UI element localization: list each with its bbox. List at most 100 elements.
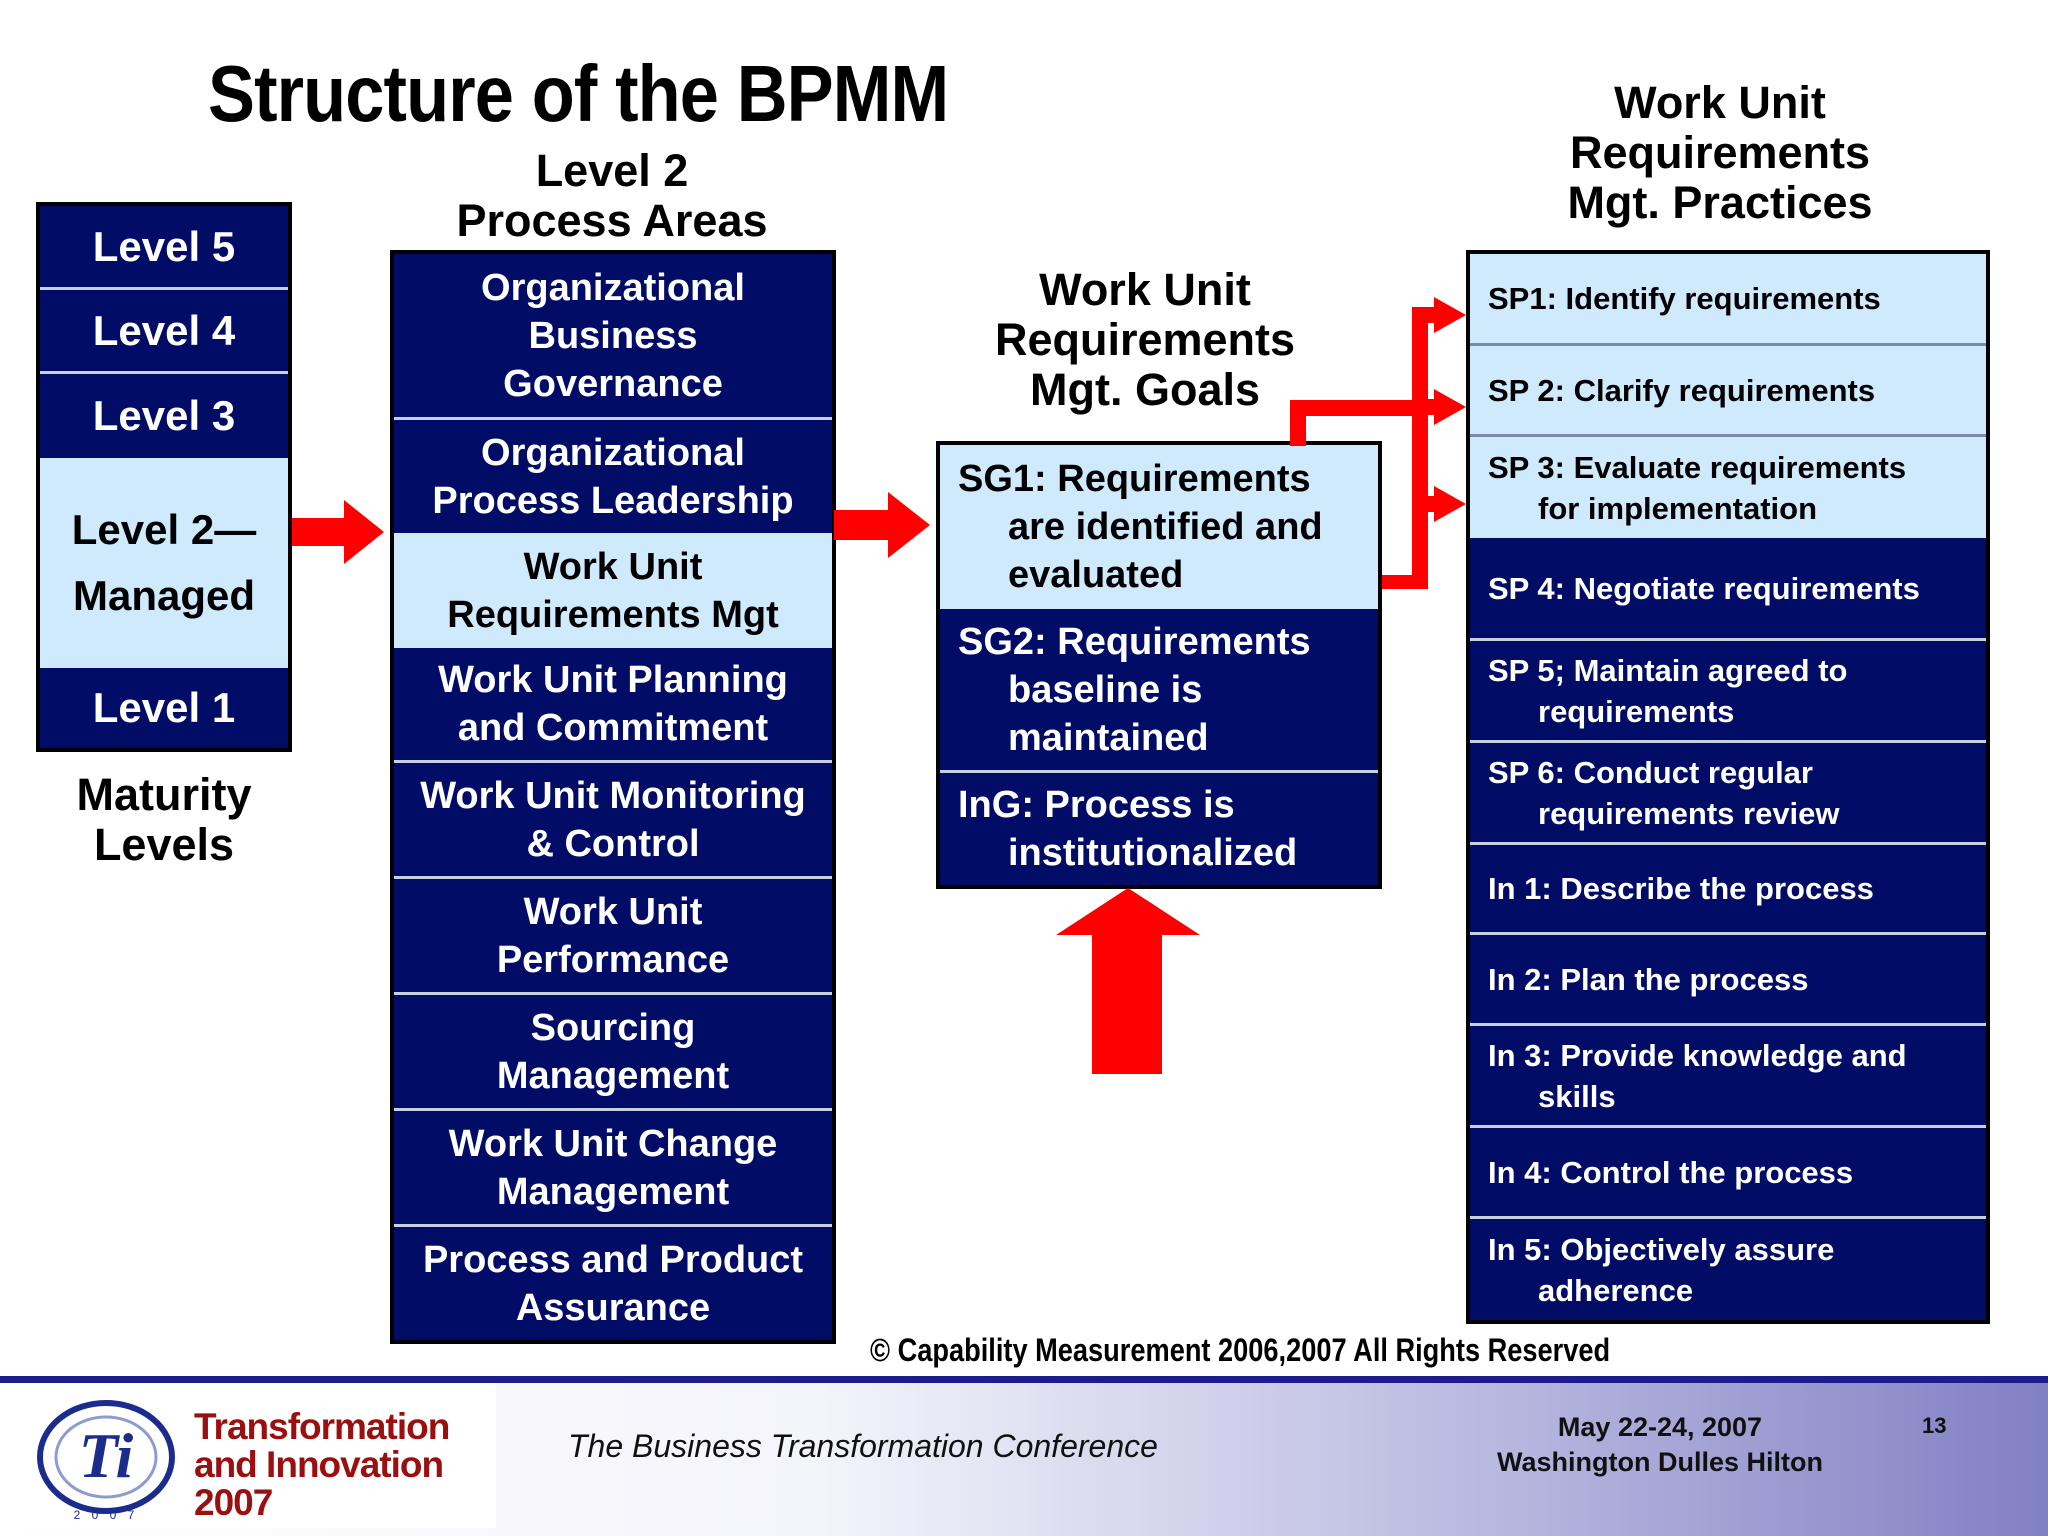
process-area-line: Process Leadership: [432, 479, 794, 522]
process-area-cell: Organizational Process Leadership: [394, 420, 832, 533]
process-area-line: Requirements Mgt: [447, 593, 779, 636]
level-label: Level 1: [92, 684, 236, 731]
practice-line: In 1: Describe the process: [1488, 871, 1874, 906]
practice-line: SP 6: Conduct regular: [1488, 754, 1813, 790]
goals-heading-line: Mgt. Goals: [1029, 364, 1260, 415]
level-label: Managed: [72, 572, 256, 619]
process-area-line: Organizational: [481, 431, 745, 474]
practice-cell: SP 5; Maintain agreed to requirements: [1470, 641, 1986, 743]
practice-line: In 3: Provide knowledge and: [1488, 1037, 1907, 1073]
process-area-cell: Organizational Business Governance: [394, 254, 832, 420]
process-area-line: Organizational: [481, 266, 745, 309]
goal-line: SG2: Requirements: [958, 620, 1311, 663]
goal-line: baseline is: [1008, 668, 1203, 711]
practice-cell-highlighted: SP 3: Evaluate requirements for implemen…: [1470, 437, 1986, 538]
maturity-caption-line: Maturity: [76, 769, 252, 820]
process-area-line: Management: [496, 1170, 730, 1213]
practice-cell: In 5: Objectively assure adherence: [1470, 1219, 1986, 1320]
logo-line: Transformation: [194, 1406, 450, 1447]
practices-heading-line: Work Unit: [1614, 77, 1826, 128]
level-cell: Level 4: [40, 290, 288, 374]
goal-line: SG1: Requirements: [958, 458, 1311, 500]
practice-line: SP 3: Evaluate requirements: [1488, 449, 1907, 485]
process-area-line: Business: [528, 314, 698, 357]
practices-heading-line: Mgt. Practices: [1567, 177, 1873, 228]
arrow-up-to-goals: [1056, 888, 1200, 1074]
goal-line: are identified and: [1008, 506, 1323, 548]
process-area-cell: Work Unit Performance: [394, 879, 832, 995]
process-areas-column: Organizational Business Governance Organ…: [390, 250, 836, 1344]
conference-name: The Business Transformation Conference: [568, 1428, 1158, 1464]
practice-line: requirements review: [1538, 795, 1840, 831]
conference-date: May 22-24, 2007: [1557, 1412, 1763, 1442]
practice-line: skills: [1538, 1078, 1616, 1114]
practice-cell-highlighted: SP1: Identify requirements: [1470, 254, 1986, 346]
level-label: Level 2—: [71, 506, 257, 553]
process-area-line: & Control: [526, 822, 700, 865]
goal-line: institutionalized: [1008, 832, 1298, 874]
level-cell: Level 3: [40, 374, 288, 458]
goal-line: maintained: [1008, 716, 1209, 759]
page-number: 13: [1922, 1413, 1947, 1438]
practice-line: adherence: [1538, 1272, 1694, 1308]
process-area-cell: Work Unit Planning and Commitment: [394, 648, 832, 763]
practice-cell-highlighted: SP 2: Clarify requirements: [1470, 346, 1986, 437]
practices-column: SP1: Identify requirements SP 2: Clarify…: [1466, 250, 1990, 1324]
goal-line: evaluated: [1008, 554, 1184, 596]
level-label: Level 3: [92, 392, 236, 439]
level-cell-highlighted: Level 2— Managed: [40, 458, 288, 668]
process-area-line: Work Unit: [523, 890, 703, 933]
maturity-levels-caption: Maturity Levels: [36, 770, 292, 870]
process-area-cell: Work Unit Monitoring & Control: [394, 763, 832, 879]
process-area-line: Work Unit Planning: [438, 659, 788, 701]
practices-heading: Work Unit Requirements Mgt. Practices: [1470, 78, 1970, 228]
process-area-line: Assurance: [515, 1286, 711, 1329]
conference-date-venue: May 22-24, 2007 Washington Dulles Hilton: [1470, 1410, 1850, 1480]
goal-cell: SG2: Requirements baseline is maintained: [940, 609, 1378, 773]
goals-heading: Work Unit Requirements Mgt. Goals: [950, 265, 1340, 415]
practice-line: SP1: Identify requirements: [1488, 281, 1881, 316]
practice-line: SP 5; Maintain agreed to: [1488, 652, 1848, 688]
goals-heading-line: Requirements: [994, 314, 1296, 365]
practice-cell: In 4: Control the process: [1470, 1128, 1986, 1219]
process-area-line: Work Unit: [523, 545, 703, 588]
process-area-cell: Process and Product Assurance: [394, 1227, 832, 1340]
practice-cell: In 3: Provide knowledge and skills: [1470, 1026, 1986, 1128]
maturity-caption-line: Levels: [93, 819, 235, 870]
goal-line: InG: Process is: [958, 784, 1235, 826]
practice-line: requirements: [1538, 693, 1735, 729]
practice-line: In 2: Plan the process: [1488, 961, 1809, 997]
process-area-line: Performance: [496, 938, 730, 981]
goal-cell: InG: Process is institutionalized: [940, 773, 1378, 885]
process-area-line: Process and Product: [422, 1238, 804, 1281]
process-area-cell: Work Unit Change Management: [394, 1111, 832, 1227]
level-cell: Level 5: [40, 206, 288, 290]
process-areas-heading: Level 2 Process Areas: [392, 146, 832, 246]
goals-column: SG1: Requirements are identified and eva…: [936, 441, 1382, 889]
practice-line: SP 4: Negotiate requirements: [1488, 570, 1920, 606]
arrow-levels-to-areas: [292, 500, 384, 564]
conference-venue: Washington Dulles Hilton: [1497, 1447, 1823, 1477]
copyright-notice: © Capability Measurement 2006,2007 All R…: [870, 1332, 1611, 1368]
practice-line: In 4: Control the process: [1488, 1154, 1854, 1190]
process-area-line: Governance: [503, 362, 723, 405]
practice-cell: SP 6: Conduct regular requirements revie…: [1470, 743, 1986, 845]
level-label: Level 5: [92, 222, 236, 270]
process-area-line: Sourcing: [530, 1006, 696, 1049]
goals-heading-line: Work Unit: [1039, 264, 1251, 315]
practice-cell: In 2: Plan the process: [1470, 935, 1986, 1026]
practice-cell: In 1: Describe the process: [1470, 845, 1986, 935]
practices-heading-line: Requirements: [1569, 127, 1871, 178]
process-areas-heading-line: Level 2: [535, 145, 689, 196]
process-area-line: Work Unit Monitoring: [420, 774, 806, 817]
logo-line: and Innovation: [194, 1444, 444, 1485]
level-label: Level 4: [92, 306, 236, 354]
connector-arrows: [292, 297, 1466, 1074]
conference-logo-text: Transformation and Innovation 2007: [194, 1406, 450, 1522]
process-area-line: Work Unit Change: [448, 1122, 778, 1165]
practice-cell: SP 4: Negotiate requirements: [1470, 538, 1986, 641]
ti-logo-mark: Ti: [79, 1420, 134, 1491]
process-area-cell: Sourcing Management: [394, 995, 832, 1111]
practice-line: In 5: Objectively assure: [1488, 1231, 1835, 1267]
ti-logo-icon: Ti 2 0 0 7: [37, 1400, 175, 1522]
